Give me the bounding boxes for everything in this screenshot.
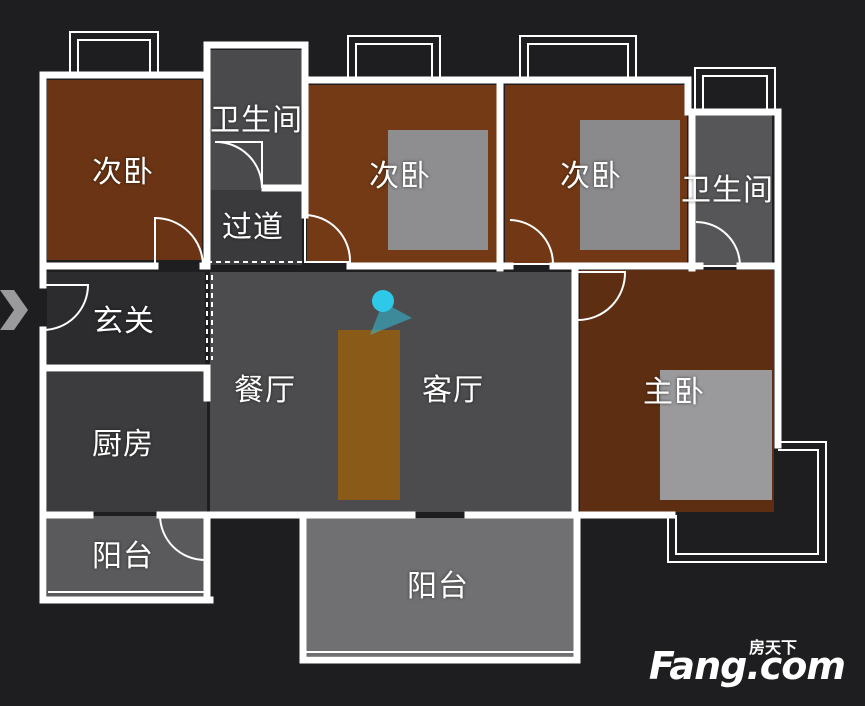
walls xyxy=(39,41,782,664)
label-bathroom-2: 卫生间 xyxy=(681,173,774,208)
window-master-bay xyxy=(667,441,827,563)
window-frames xyxy=(48,31,827,653)
door-master xyxy=(577,271,627,321)
floor-fills xyxy=(47,50,774,656)
balcony-large-floor xyxy=(305,518,575,656)
wall-north-east xyxy=(684,76,782,449)
kitchen-floor xyxy=(47,372,207,512)
label-master-bedroom: 主卧 xyxy=(643,375,705,410)
door-kitchen xyxy=(159,514,206,562)
view-dot xyxy=(372,290,394,312)
label-corridor: 过道 xyxy=(222,210,284,245)
label-living: 客厅 xyxy=(422,373,484,408)
label-bedroom-west: 次卧 xyxy=(92,155,154,190)
fang-logo: Fang.com xyxy=(648,644,846,688)
label-balcony-small: 阳台 xyxy=(92,539,154,574)
label-bathroom-1: 卫生间 xyxy=(210,103,303,138)
door-bath1 xyxy=(214,140,263,189)
label-kitchen: 厨房 xyxy=(92,427,154,462)
entry-arrow-icon xyxy=(0,290,28,330)
bedroom-middle-bed xyxy=(388,130,488,250)
label-dining: 餐厅 xyxy=(234,373,296,408)
door-swings xyxy=(42,140,742,562)
wall-bath1 xyxy=(203,41,309,268)
window-north-middle xyxy=(347,35,441,80)
label-foyer: 玄关 xyxy=(93,304,155,339)
logo-main-text: Fang.com xyxy=(648,644,846,688)
label-bedroom-middle: 次卧 xyxy=(369,159,431,194)
window-north-west xyxy=(69,31,159,75)
sofa xyxy=(338,330,400,500)
door-bedroom-east xyxy=(509,219,555,265)
balcony-small-floor xyxy=(47,516,207,600)
window-north-east xyxy=(519,35,637,80)
door-bath2 xyxy=(695,221,742,267)
label-bedroom-east: 次卧 xyxy=(560,159,622,194)
window-bath2 xyxy=(694,67,776,112)
bedroom-west-floor xyxy=(47,80,202,260)
corridor-floor xyxy=(210,190,302,265)
label-balcony-large: 阳台 xyxy=(407,569,469,604)
bedroom-east-bed xyxy=(580,120,680,250)
door-bedroom-west xyxy=(154,216,204,267)
door-bedroom-middle xyxy=(304,213,352,263)
logo-top-text: 房天下 xyxy=(748,638,797,657)
door-entry xyxy=(42,284,90,331)
master-bed xyxy=(660,370,772,500)
viewpoint-marker xyxy=(370,290,412,335)
